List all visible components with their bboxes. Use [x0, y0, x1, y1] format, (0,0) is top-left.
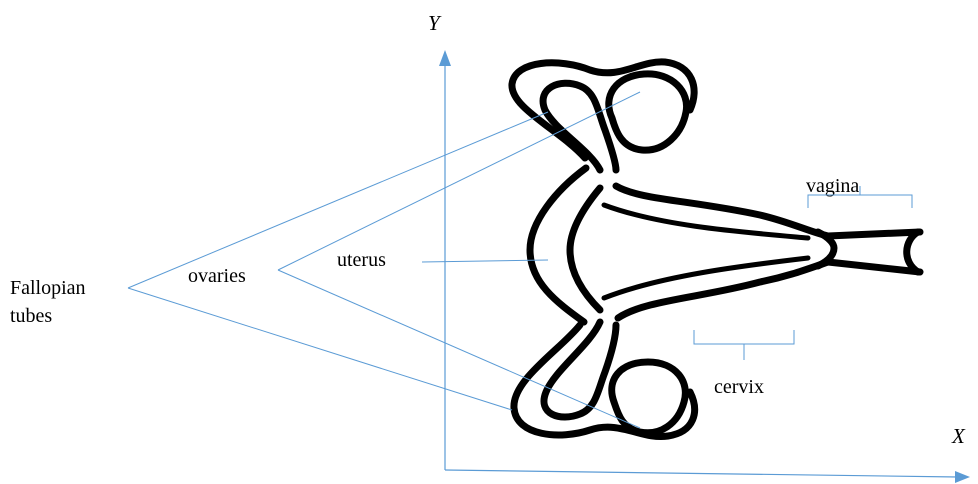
uterus-fundus-inner [570, 188, 600, 310]
label-fallopian-tubes-line2: tubes [10, 305, 52, 327]
label-fallopian-tubes-line1: Fallopian [10, 277, 86, 299]
y-axis-label: Y [428, 11, 442, 35]
x-axis [445, 470, 958, 477]
label-ovaries: ovaries [188, 265, 246, 287]
cervix-bracket [694, 330, 794, 344]
lower-ovary [612, 362, 686, 433]
x-axis-arrowhead [955, 471, 970, 483]
leader-fallopian-lower [128, 288, 512, 410]
y-axis-arrowhead [439, 50, 451, 66]
leader-ovaries-upper [278, 92, 640, 270]
label-uterus: uterus [337, 249, 386, 271]
vaginal-opening [907, 232, 918, 272]
upper-ovary [609, 74, 687, 150]
uterus-fundus-outer [530, 168, 586, 322]
lower-fallopian-tube-inner [544, 322, 616, 417]
label-vagina: vagina [806, 175, 859, 197]
x-axis-label: X [951, 424, 966, 448]
label-cervix: cervix [714, 376, 764, 398]
vagina-upper-wall [828, 232, 920, 236]
